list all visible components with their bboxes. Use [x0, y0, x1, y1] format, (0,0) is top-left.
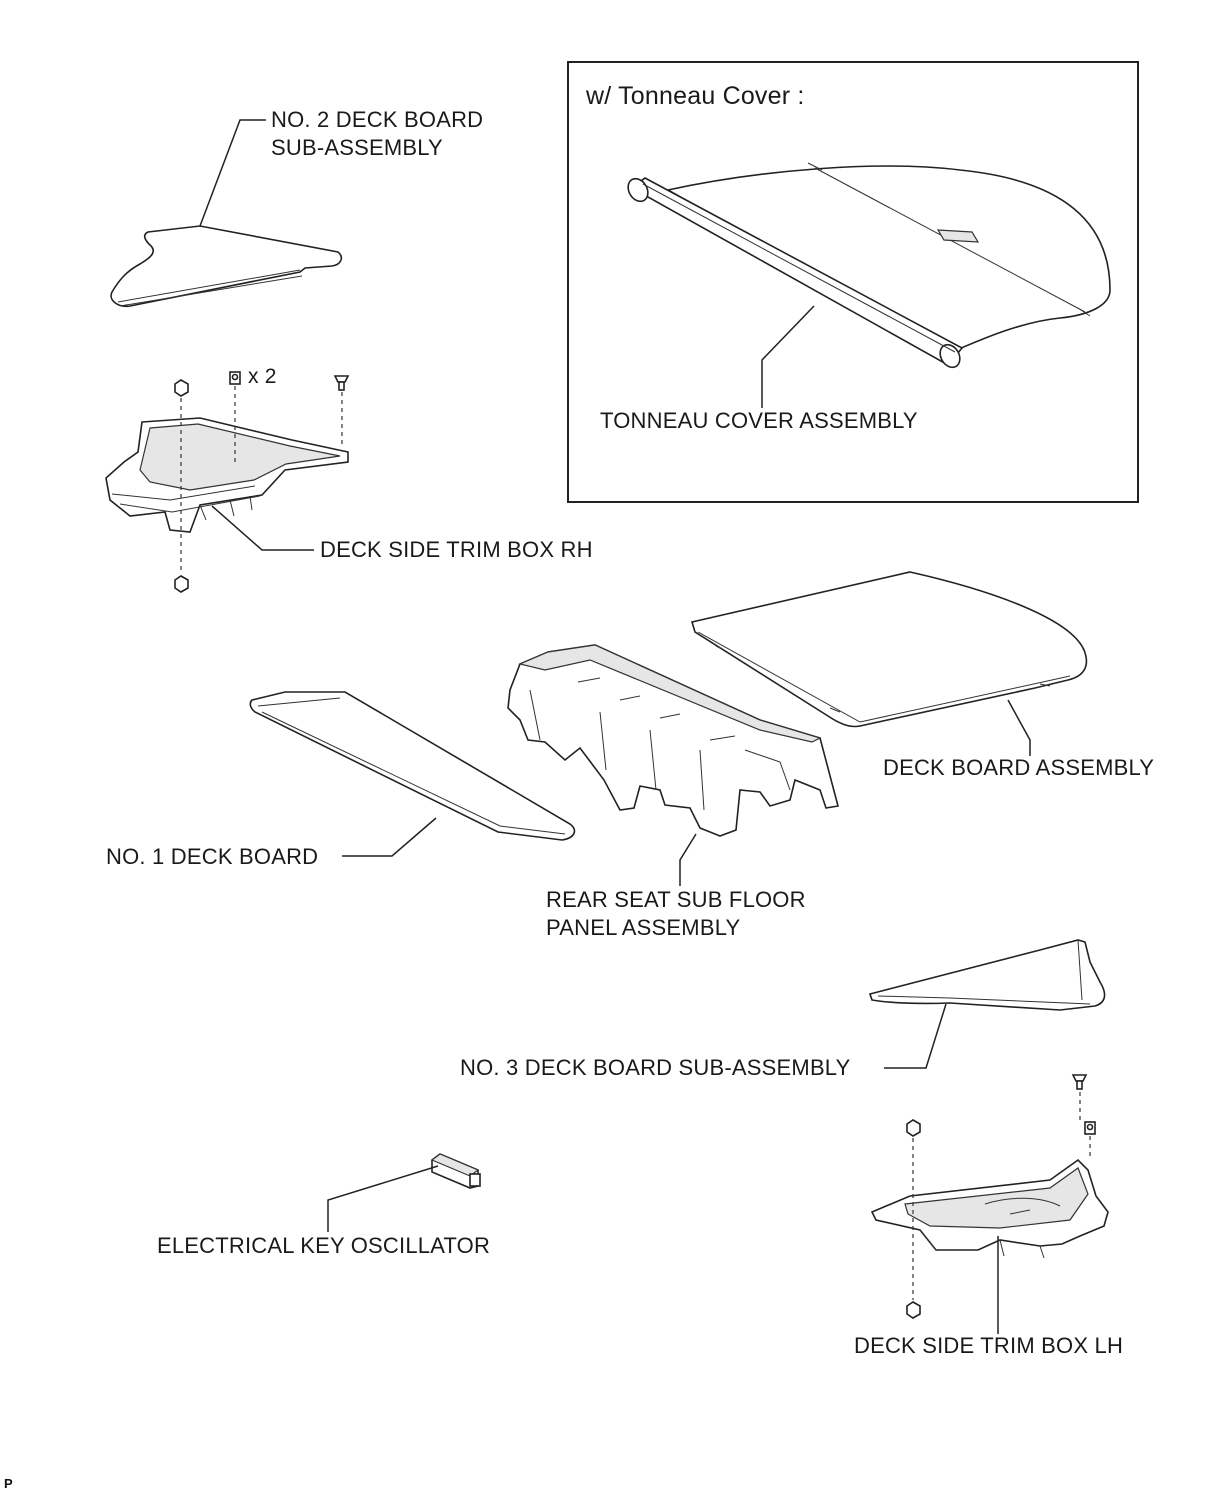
deck-side-trim-box-lh-drawing — [870, 1158, 1109, 1259]
fastener-lh-left — [906, 1119, 921, 1137]
label-no1-deck-board: NO. 1 DECK BOARD — [106, 844, 319, 869]
fastener-rh-bottom — [174, 575, 189, 593]
label-tonneau-box-title: w/ Tonneau Cover : — [586, 82, 805, 110]
label-no2-deck-board-line2: SUB-ASSEMBLY — [271, 135, 443, 160]
rear-seat-sub-floor-panel-drawing — [507, 644, 839, 837]
footer-code: P — [4, 1476, 13, 1491]
label-deck-board-assembly: DECK BOARD ASSEMBLY — [883, 755, 1155, 780]
label-electrical-key-oscillator: ELECTRICAL KEY OSCILLATOR — [157, 1233, 491, 1258]
tonneau-inset-frame — [567, 61, 1139, 503]
leader-rear-seat-panel — [679, 833, 697, 886]
leader-no2-deck-board — [199, 119, 266, 227]
label-tonneau-cover-assembly: TONNEAU COVER ASSEMBLY — [600, 408, 918, 433]
label-deck-side-trim-box-rh: DECK SIDE TRIM BOX RH — [320, 537, 593, 562]
label-no2-deck-board-line1: NO. 2 DECK BOARD — [271, 107, 484, 132]
leader-deck-board-assembly — [1007, 699, 1031, 756]
leader-key-oscillator — [327, 1165, 439, 1232]
label-deck-side-trim-box-lh: DECK SIDE TRIM BOX LH — [854, 1333, 1124, 1358]
label-rear-seat-line1: REAR SEAT SUB FLOOR — [546, 887, 806, 912]
leader-no1-deck-board — [342, 817, 437, 857]
fastener-rh-left — [174, 379, 189, 397]
fastener-rh-right — [333, 375, 350, 391]
deck-board-assembly-drawing — [690, 571, 1088, 728]
tonneau-cover-drawing — [627, 162, 1111, 369]
electrical-key-oscillator-drawing — [430, 1153, 481, 1189]
label-no3-deck-board: NO. 3 DECK BOARD SUB-ASSEMBLY — [460, 1055, 851, 1080]
no2-deck-board-drawing — [110, 225, 343, 308]
label-rear-seat-line2: PANEL ASSEMBLY — [546, 915, 741, 940]
fastener-rh-center — [229, 371, 241, 385]
leader-tonneau-cover — [761, 305, 815, 408]
fastener-lh-top-right — [1071, 1074, 1088, 1090]
deck-side-trim-box-rh-drawing — [105, 417, 349, 533]
fastener-lh-right — [1084, 1121, 1096, 1135]
label-clip-count: x 2 — [248, 365, 277, 388]
no1-deck-board-drawing — [249, 691, 576, 841]
no3-deck-board-drawing — [868, 939, 1106, 1011]
fastener-lh-bottom — [906, 1301, 921, 1319]
leader-no3-deck-board — [884, 1003, 947, 1069]
leader-trim-box-rh — [211, 505, 314, 551]
